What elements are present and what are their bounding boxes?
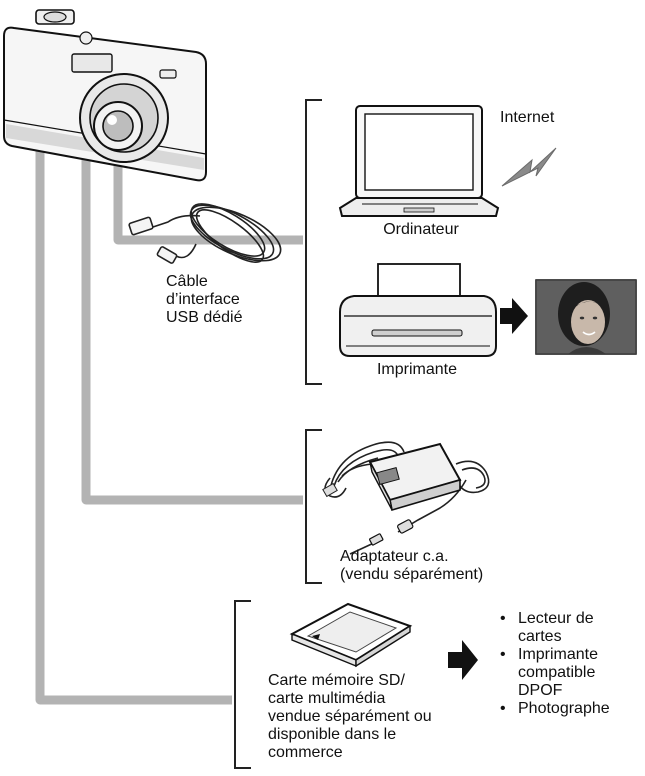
arrow-right-icon bbox=[448, 640, 478, 680]
connector-lines bbox=[35, 150, 303, 705]
printer-label: Imprimante bbox=[352, 361, 482, 379]
brackets bbox=[234, 99, 322, 769]
memory-card-label-line: vendue séparément ou bbox=[268, 708, 432, 725]
destination-line: Photographe bbox=[518, 700, 610, 717]
destination-item: Photographe bbox=[500, 700, 610, 718]
ac-adapter-label: Adaptateur c.a. (vendu séparément) bbox=[340, 548, 483, 584]
usb-cable-icon bbox=[128, 203, 282, 264]
internet-label: Internet bbox=[500, 109, 554, 127]
ac-adapter-label-line: (vendu séparément) bbox=[340, 566, 484, 583]
portrait-photo-icon bbox=[535, 279, 637, 355]
ac-adapter-label-line: Adaptateur c.a. bbox=[340, 548, 449, 565]
memory-card-label-line: commerce bbox=[268, 744, 343, 761]
destination-item: Lecteur de cartes bbox=[500, 610, 610, 646]
usb-cable-label-line: USB dédié bbox=[166, 309, 243, 326]
destination-item: Imprimante compatible DPOF bbox=[500, 646, 610, 700]
laptop-icon bbox=[338, 105, 500, 217]
memory-card-label-line: Carte mémoire SD/ bbox=[268, 672, 405, 689]
arrow-right-icon bbox=[500, 298, 528, 334]
memory-card-label-line: carte multimédia bbox=[268, 690, 386, 707]
internet-label-text: Internet bbox=[500, 109, 555, 126]
computer-label-text: Ordinateur bbox=[383, 221, 459, 238]
bracket-card bbox=[234, 600, 251, 769]
camera-icon bbox=[3, 9, 207, 182]
bracket-usb bbox=[305, 99, 322, 385]
computer-label: Ordinateur bbox=[366, 221, 476, 239]
printer-label-text: Imprimante bbox=[376, 361, 458, 378]
destination-line: compatible bbox=[518, 664, 596, 681]
connector-line-card bbox=[35, 150, 232, 705]
memory-card-label: Carte mémoire SD/ carte multimédia vendu… bbox=[268, 672, 432, 762]
printer-icon bbox=[339, 263, 497, 357]
connector-line-adapter bbox=[81, 150, 303, 505]
usb-cable-label: Câble d’interface USB dédié bbox=[166, 273, 243, 327]
connector-line-usb bbox=[113, 150, 303, 245]
usb-cable-label-line: Câble bbox=[166, 273, 208, 290]
destination-line: Lecteur de bbox=[518, 610, 594, 627]
memory-card-label-line: disponible dans le bbox=[268, 726, 397, 743]
usb-cable-label-line: d’interface bbox=[166, 291, 240, 308]
bracket-adapter bbox=[305, 429, 322, 584]
destination-line: Imprimante bbox=[518, 646, 599, 663]
sd-card-icon bbox=[289, 602, 413, 668]
destination-line: cartes bbox=[518, 628, 562, 645]
destinations-list: Lecteur de cartes Imprimante compatible … bbox=[500, 610, 610, 718]
destination-line: DPOF bbox=[518, 682, 563, 699]
ac-adapter-icon bbox=[322, 441, 490, 555]
lightning-icon bbox=[501, 147, 557, 187]
